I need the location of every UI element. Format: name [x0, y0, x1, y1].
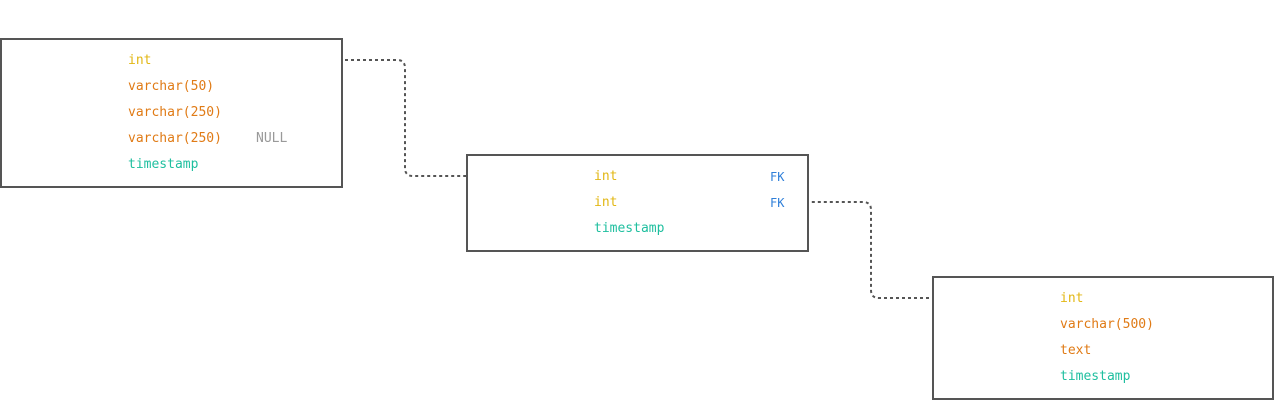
foreign-key-badge: FK [770, 170, 785, 184]
table-row: int [934, 286, 1272, 312]
table-2: int FK int FK timestamp [466, 154, 809, 252]
column-type: text [1060, 343, 1092, 358]
relationship-line-1-to-2 [333, 59, 470, 177]
table-row: int [2, 48, 341, 74]
table-row: varchar(50) [2, 74, 341, 100]
column-type: int [128, 53, 152, 68]
column-type: int [594, 195, 618, 210]
table-row: timestamp [2, 152, 341, 178]
column-type: varchar(500) [1060, 317, 1154, 332]
column-type: timestamp [128, 157, 199, 172]
column-type: timestamp [594, 221, 665, 236]
table-row: varchar(250) NULL [2, 126, 341, 152]
table-row: int FK [468, 164, 807, 190]
table-row: varchar(500) [934, 312, 1272, 338]
column-type: int [594, 169, 618, 184]
column-type: varchar(50) [128, 79, 215, 94]
column-type: varchar(250) [128, 131, 222, 146]
table-1: int varchar(50) varchar(250) varchar(250… [0, 38, 343, 188]
table-row: text [934, 338, 1272, 364]
table-row: int FK [468, 190, 807, 216]
table-row: timestamp [934, 364, 1272, 390]
column-type: timestamp [1060, 369, 1131, 384]
foreign-key-badge: FK [770, 196, 785, 210]
column-type: int [1060, 291, 1084, 306]
table-row: timestamp [468, 216, 807, 242]
column-type: varchar(250) [128, 105, 222, 120]
table-3: int varchar(500) text timestamp [932, 276, 1274, 400]
column-null-marker: NULL [256, 131, 288, 146]
relationship-line-3-to-2 [806, 201, 941, 299]
table-row: varchar(250) [2, 100, 341, 126]
